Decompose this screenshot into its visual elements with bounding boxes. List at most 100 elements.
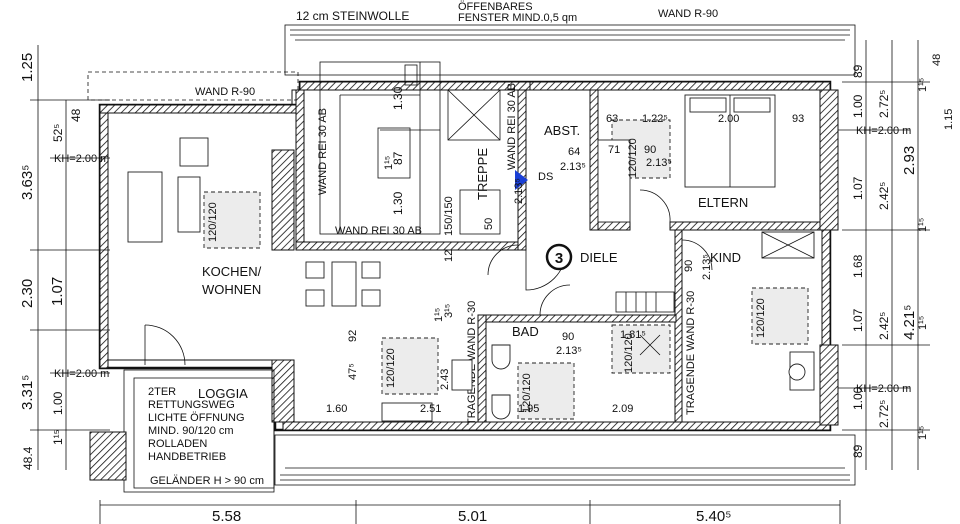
dim-inner-90a: 90 (644, 144, 656, 156)
wand-rei-label-1: WAND REI 30 AB (335, 225, 422, 237)
dim-inner-1b: 1¹⁵ (383, 156, 395, 170)
loggia (89, 369, 275, 493)
kid-room-furniture (681, 231, 815, 391)
room-diele: DIELE (580, 250, 618, 265)
label-ds: DS (538, 171, 553, 183)
room-wohnen: WOHNEN (202, 282, 261, 297)
hall-elements (487, 170, 675, 316)
dim-inner-50: 50 (483, 218, 495, 230)
loggia-note-line-3: LICHTE ÖFFNUNG (148, 412, 245, 424)
kh-right-top: KH=2.00 m (856, 125, 911, 137)
dim-right-col1-7: 89 (851, 444, 865, 458)
room-abst: ABST. (544, 123, 580, 138)
dim-right-col5-2: 1.15 (943, 109, 955, 130)
dim-inner-200: 2.00 (718, 113, 739, 125)
dim-inner-195: 1.95 (518, 403, 539, 415)
dim-right-col4-2: 1¹⁵ (917, 218, 929, 232)
window-label-4: 120/120 (521, 373, 533, 413)
dim-right-col2-2: 2.42⁵ (877, 182, 891, 210)
dim-inner-122: 1.22⁵ (642, 113, 668, 125)
window-label-7: 120/120 (627, 138, 639, 178)
kh-left-top: KH=2.00 m (54, 153, 109, 165)
dim-inner-160: 1.60 (326, 403, 347, 415)
inner-walls (271, 89, 839, 426)
room-bad: BAD (512, 324, 539, 339)
dim-inner-130a: 1.30 (391, 86, 405, 110)
dim-left-outer-3: 2.30 (19, 279, 36, 308)
bath-furniture (491, 324, 671, 420)
dim-left-inner-1: 52⁵ (51, 124, 65, 142)
dim-left-outer-1: 1.25 (19, 53, 36, 82)
dim-right-col1-2: 1.00 (851, 94, 865, 118)
dim-inner-181: 1.81⁵ (620, 329, 646, 341)
window-note-1: ÖFFENBARES (458, 1, 533, 13)
window-label-5: 120/120 (623, 333, 635, 373)
gelaender-note: GELÄNDER H > 90 cm (150, 475, 264, 487)
dim-left-inner-3: 1.07 (49, 277, 66, 306)
wand-rei-label-3: WAND REI 30 AB (506, 83, 518, 170)
dim-right-col4-4: 1¹⁵ (917, 426, 929, 440)
dim-bottom-2: 5.01 (458, 508, 487, 524)
dim-inner-213c: 2.13⁵ (513, 178, 525, 204)
dim-right-col5-1: 48 (931, 54, 943, 66)
dim-inner-64: 64 (568, 146, 580, 158)
bottom-dimensions: 5.58 5.01 5.40⁵ (99, 500, 841, 524)
dim-right-col3-2: 4.21⁵ (901, 305, 918, 340)
dim-inner-213e: 2.13⁵ (556, 345, 582, 357)
top-notes: 12 cm STEINWOLLE ÖFFENBARES FENSTER MIND… (296, 1, 718, 24)
dim-left-inner-4: 1.00 (51, 391, 65, 415)
dim-left-inner-2: 48 (69, 108, 83, 122)
dim-inner-12: 12 (443, 250, 455, 262)
dim-inner-1a: 1¹⁵ (433, 308, 445, 322)
wand-top-label: WAND R-90 (658, 8, 718, 20)
loggia-note-line-2: RETTUNGSWEG (148, 399, 235, 411)
dim-left-outer-2: 3.63⁵ (19, 165, 36, 200)
dim-inner-71: 71 (608, 144, 620, 156)
dim-inner-251: 2.51 (420, 403, 441, 415)
dim-right-col1-3: 1.07 (851, 176, 865, 200)
dim-right-col4-1: 1¹⁵ (917, 78, 929, 92)
dim-inner-92: 92 (347, 330, 359, 342)
loggia-note-line-5: ROLLADEN (148, 438, 207, 450)
dim-inner-213d: 2.13⁵ (701, 254, 713, 280)
dim-inner-90c: 90 (562, 331, 574, 343)
wand-rei-label-2: WAND REI 30 AB (317, 108, 329, 195)
inner-dimensions: 1.30 87 1.30 63 1.22⁵ 2.00 93 64 71 90 2… (326, 86, 804, 415)
loggia-note-line-4: MIND. 90/120 cm (148, 425, 234, 437)
dim-inner-63: 63 (606, 113, 618, 125)
dim-right-col2-1: 2.72⁵ (877, 90, 891, 118)
living-furniture (127, 137, 473, 422)
room-eltern: ELTERN (698, 195, 748, 210)
blue-arrow-icon (515, 170, 528, 190)
dim-right-col1-6: 1.00 (851, 386, 865, 410)
room-kochen: KOCHEN/ (202, 264, 262, 279)
room-treppe: TREPPE (475, 148, 490, 200)
window-label-3: 120/120 (385, 348, 397, 388)
loggia-note-line-6: HANDBETRIEB (148, 451, 226, 463)
room-number-badge (545, 243, 573, 271)
dim-right-col1-4: 1.68 (851, 254, 865, 278)
loggia-note-line-1: 2TER (148, 386, 176, 398)
kh-right-bottom: KH=2.00 m (856, 383, 911, 395)
dim-left-outer-5: 48.4 (21, 446, 35, 470)
window-label-1: 120/120 (207, 202, 219, 242)
dim-right-col3-1: 2.93 (901, 146, 918, 175)
insulation-note: 12 cm STEINWOLLE (296, 9, 409, 23)
dim-right-col1-1: 89 (851, 64, 865, 78)
wand-left-label: WAND R-90 (195, 86, 255, 98)
dim-left-inner-5: 1¹⁵ (51, 429, 65, 445)
window-label-6: 120/120 (755, 298, 767, 338)
dim-inner-47: 47⁵ (347, 363, 359, 380)
dim-inner-209: 2.09 (612, 403, 633, 415)
room-loggia: LOGGIA (198, 386, 248, 401)
right-dimensions: 89 1.00 1.07 1.68 1.07 1.00 89 2.72⁵ 2.4… (842, 40, 955, 470)
dim-inner-213b: 2.13⁵ (560, 161, 586, 173)
staircase (319, 61, 501, 235)
dim-inner-93: 93 (792, 113, 804, 125)
dim-right-col2-3: 2.42⁵ (877, 312, 891, 340)
dim-bottom-3: 5.40⁵ (696, 508, 731, 524)
dim-inner-243: 2.43 (439, 369, 451, 390)
tragende-wand-label-2: TRAGENDE WAND R-30 (685, 291, 697, 415)
dim-right-col1-5: 1.07 (851, 308, 865, 332)
